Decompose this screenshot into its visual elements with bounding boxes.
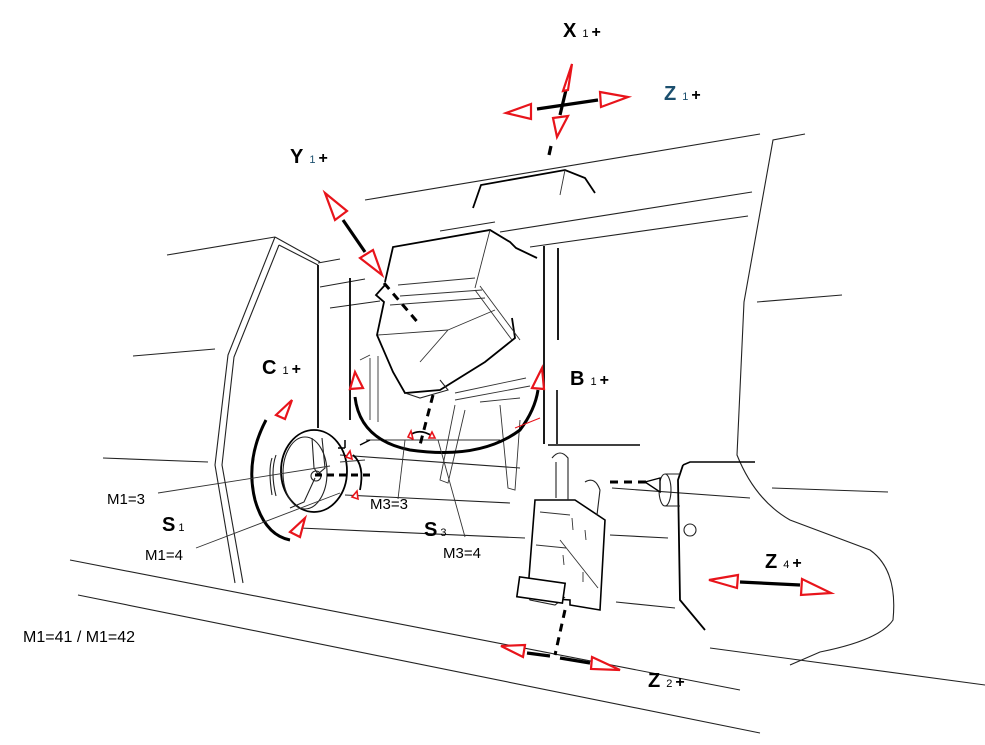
x1-plus-arrow-icon	[561, 63, 574, 93]
machine-frame	[69, 133, 985, 734]
axis-sign: +	[318, 150, 328, 167]
axis-subscript: 1	[590, 376, 597, 388]
axis-subscript: 1	[282, 365, 289, 377]
z2-minus-arrow-icon	[500, 643, 527, 659]
axis-sign: +	[691, 87, 701, 104]
main-spindle-chuck	[269, 429, 371, 513]
c1-minus-arrow-icon	[348, 369, 365, 391]
s3-m3-4-arrow-icon	[427, 430, 437, 439]
z4-plus-arrow-icon	[799, 577, 836, 597]
axis-subscript: 1	[309, 154, 316, 166]
axis-subscript: 1	[682, 91, 689, 103]
axis-sign: +	[599, 372, 609, 389]
z2-plus-arrow-icon	[589, 655, 621, 672]
c1-plus-arrow-icon	[274, 399, 294, 421]
z4-minus-arrow-icon	[708, 573, 740, 590]
spindle-letter: S	[162, 514, 176, 536]
tool-head	[359, 169, 596, 491]
s3-m3-3-arrow-icon	[406, 428, 415, 441]
s1-m1-3-arrow-icon	[344, 449, 354, 461]
tailstock	[643, 461, 755, 631]
m-code-m3-3: M3=3	[370, 496, 408, 513]
m-code-m1-3: M1=3	[107, 491, 145, 508]
axis-subscript: 4	[783, 559, 790, 571]
axis-sign: +	[291, 361, 301, 378]
z1-plus-arrow-icon	[598, 90, 633, 109]
axis-letter: Z	[765, 551, 778, 573]
z1-minus-arrow-icon	[502, 102, 533, 121]
s1-m1-4-arrow-icon	[350, 489, 359, 501]
m-code-m1-41-42: M1=41 / M1=42	[23, 629, 136, 646]
axis-letter: C	[262, 357, 277, 379]
spindle-subscript: 1	[178, 522, 185, 534]
spindle-letter: S	[424, 519, 438, 541]
b1-plus-arrow-icon	[530, 364, 546, 391]
x1-minus-arrow-icon	[551, 114, 570, 141]
axis-letter: Y	[290, 146, 304, 168]
axis-sign: +	[675, 674, 685, 691]
axis-letter: Z	[664, 83, 677, 105]
axis-subscript: 2	[666, 678, 673, 690]
m-code-m1-4: M1=4	[145, 547, 183, 564]
leader-lines	[157, 439, 466, 549]
axis-letter: Z	[648, 670, 661, 692]
axis-subscript: 1	[582, 28, 589, 40]
axis-letter: B	[570, 368, 585, 390]
spindle-subscript: 3	[440, 527, 447, 539]
c1-plus-arrow-lower-icon	[288, 514, 308, 539]
y1-minus-arrow-icon	[358, 248, 385, 279]
tool-holder-z2	[515, 452, 606, 611]
y1-plus-arrow-icon	[322, 189, 349, 222]
m-code-m3-4: M3=4	[443, 545, 481, 562]
axis-arrows	[274, 63, 836, 672]
axis-sign: +	[792, 555, 802, 572]
axis-letter: X	[563, 20, 577, 42]
axis-sign: +	[591, 24, 601, 41]
